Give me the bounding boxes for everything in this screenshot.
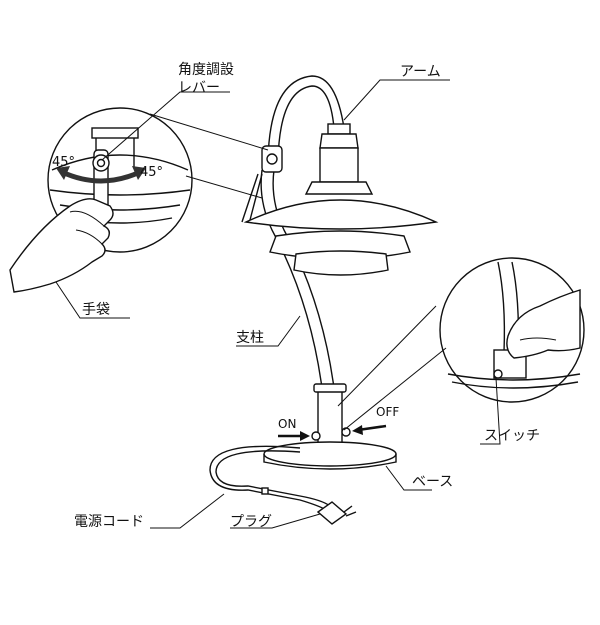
- hand-icon: [506, 289, 581, 359]
- power-cord-label: 電源コード: [74, 514, 144, 530]
- angle-left-label: 45°: [52, 155, 75, 170]
- base-label: ベース: [412, 474, 453, 490]
- off-arrow-icon: [352, 424, 387, 435]
- on-arrow-icon: [278, 431, 310, 441]
- switch-on-label: ON: [278, 417, 296, 431]
- glove-label: 手袋: [82, 302, 110, 318]
- arm-label: アーム: [400, 64, 441, 80]
- lamp-illustration: [209, 75, 439, 511]
- gloved-hand-icon: [9, 198, 114, 293]
- angle-right-label: 45°: [140, 165, 163, 180]
- switch-label: スイッチ: [484, 428, 540, 444]
- rotation-arrow-icon: [56, 166, 146, 184]
- switch-off-label: OFF: [376, 405, 399, 419]
- pillar-label: 支柱: [236, 330, 264, 346]
- plug-label: プラグ: [230, 514, 272, 530]
- leader-lines: [55, 79, 501, 529]
- angle-lever-label-line2: レバー: [178, 80, 220, 96]
- switch-detail: [439, 257, 585, 403]
- angle-lever-label-line1: 角度調設: [178, 62, 234, 78]
- plug-icon: [316, 501, 357, 525]
